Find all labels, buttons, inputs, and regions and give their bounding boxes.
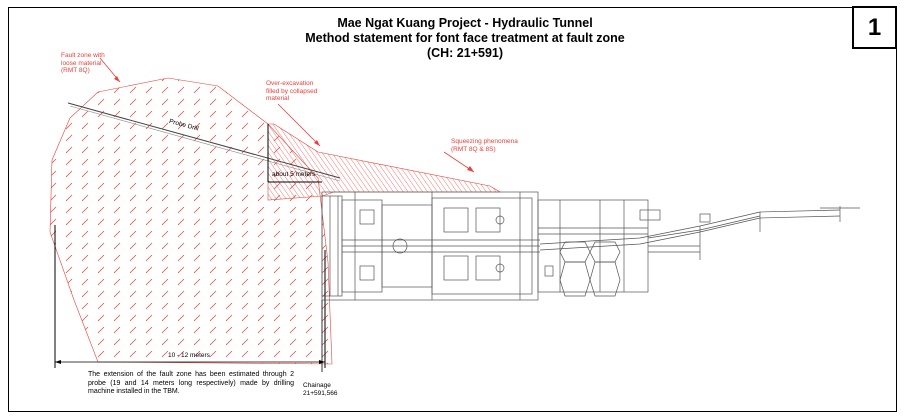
probe-drill-line: [67, 102, 341, 179]
fault-zone-label-1: Fault zone with: [61, 52, 105, 59]
drawing-frame: [8, 7, 897, 412]
title-line-3: (CH: 21+591): [426, 46, 504, 60]
over-excavation-leader: [277, 103, 321, 147]
fault-zone: [49, 77, 333, 365]
chainage-label-title: Chainage: [303, 382, 331, 389]
squeezing-label-1: Squeezing phenomena: [451, 138, 518, 145]
chainage-label: Chainage 21+591,566: [303, 382, 338, 397]
chainage-label-value: 21+591,566: [303, 389, 338, 397]
over-excavation-label-1: Over-excavation: [266, 80, 314, 87]
fault-zone-arrow: [114, 76, 120, 82]
fault-zone-label-2: loose material: [61, 59, 102, 67]
squeezing-label-2: (RMT 8Q & 8S): [451, 145, 496, 153]
probe-drill-line-2: [69, 105, 341, 182]
range-label: 10 - 12 meters: [168, 352, 210, 359]
over-excavation-arrow: [314, 140, 320, 146]
fault-zone-label: Fault zone with loose material (RMT 8Q): [61, 52, 105, 75]
extension-note: The extension of the fault zone has been…: [88, 371, 294, 395]
over-excavation-label-3: material: [266, 95, 290, 102]
tbm-machine: [321, 191, 860, 301]
over-excavation-label: Over-excavation filled by collapsed mate…: [266, 80, 317, 103]
conveyor: [539, 209, 841, 245]
drawing-title: Mae Ngat Kuang Project - Hydraulic Tunne…: [250, 16, 680, 61]
range-arrow-left: [55, 360, 61, 364]
page-number: 1: [867, 13, 882, 41]
page-number-box: 1: [852, 6, 897, 49]
fault-zone-label-3: (RMT 8Q): [61, 67, 90, 74]
over-excavation-label-2: filled by collapsed: [266, 87, 318, 95]
about-5m-label: about 5 meters: [272, 171, 316, 178]
squeezing-arrow: [467, 166, 474, 172]
title-line-2: Method statement for font face treatment…: [305, 31, 625, 45]
title-line-1: Mae Ngat Kuang Project - Hydraulic Tunne…: [337, 16, 593, 30]
squeezing-label: Squeezing phenomena (RMT 8Q & 8S): [451, 138, 518, 153]
over-excavation-zone: [267, 123, 502, 201]
